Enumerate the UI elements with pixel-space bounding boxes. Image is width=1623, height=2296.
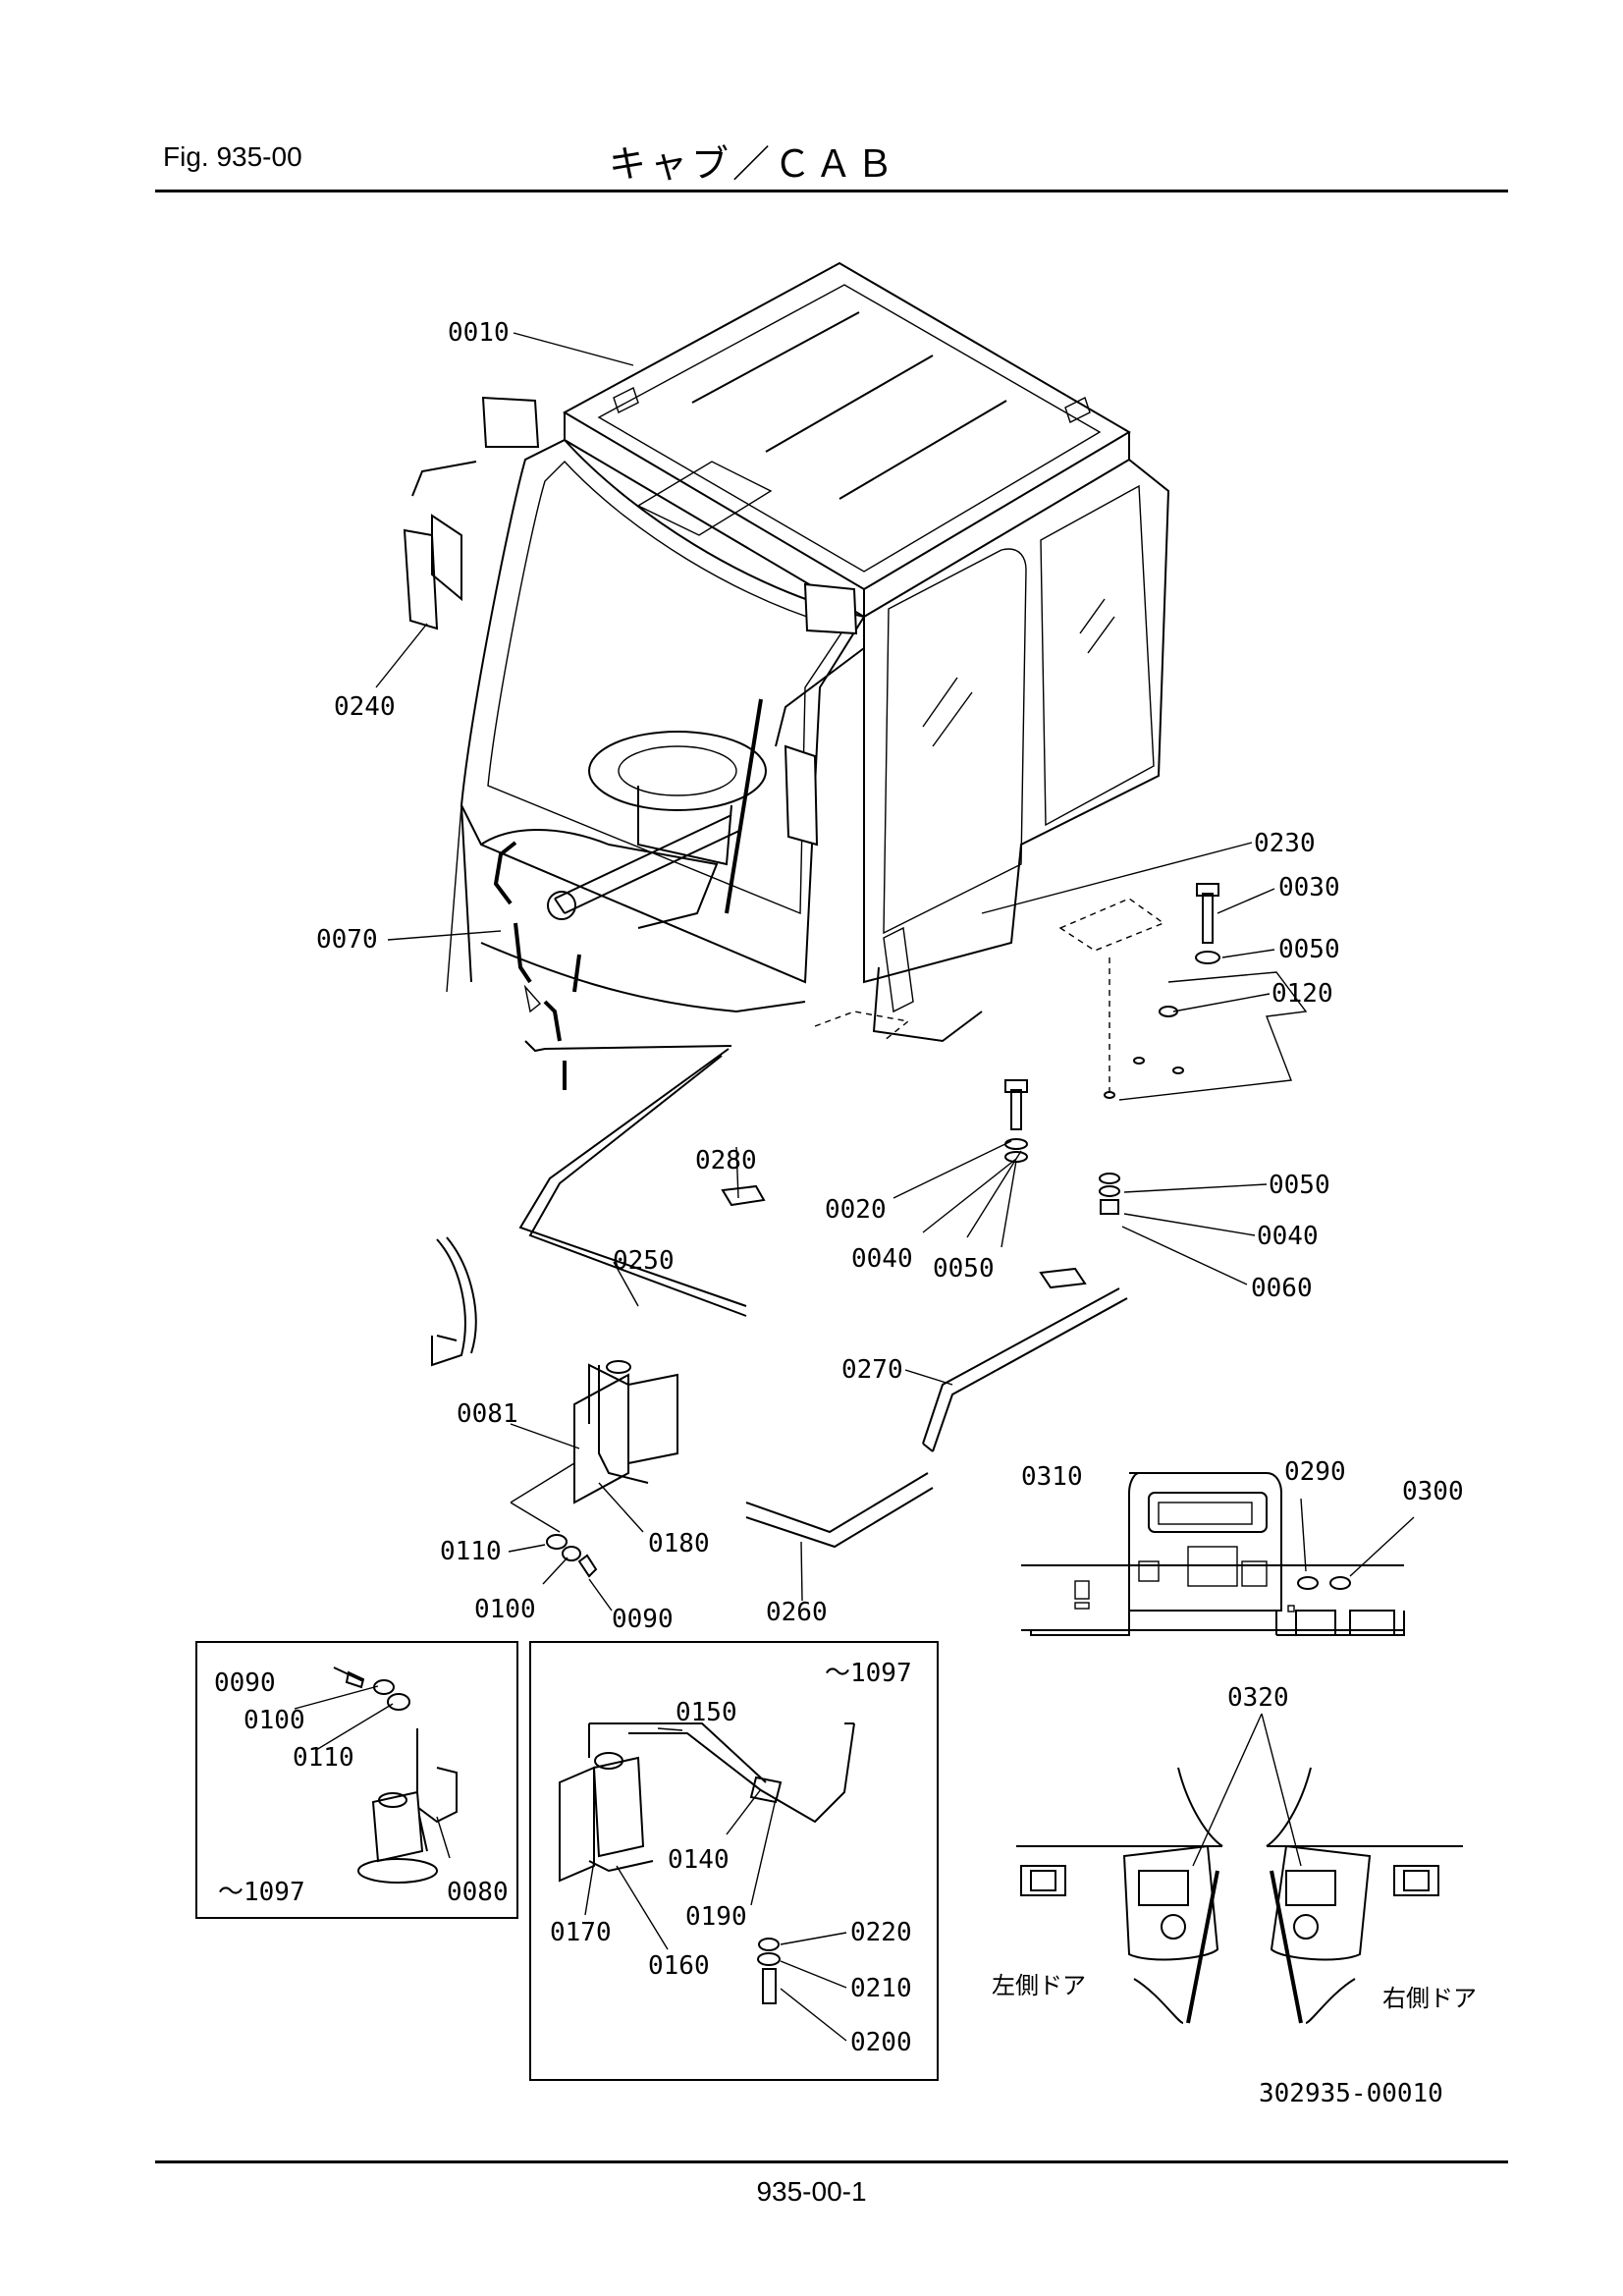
inset2-callout-0160: 0160 (648, 1951, 710, 1981)
dashboard-console (1021, 1472, 1405, 1636)
callout-0240: 0240 (334, 692, 396, 722)
callout-0030: 0030 (1278, 873, 1340, 902)
callout-labels: 0010 0240 0070 0230 0030 0050 0120 0280 … (214, 318, 1477, 2108)
leader-lines (294, 332, 1415, 2042)
left-door-label: 左側ドア (992, 1972, 1086, 1999)
figure-number: Fig. 935-00 (163, 141, 302, 172)
callout-0260: 0260 (766, 1598, 828, 1627)
callout-0081: 0081 (457, 1399, 518, 1429)
inset2-callout-0220: 0220 (850, 1918, 912, 1947)
callout-0020: 0020 (825, 1195, 887, 1225)
callout-0100: 0100 (474, 1595, 536, 1624)
callout-0290: 0290 (1284, 1457, 1346, 1487)
seal-rails (431, 1040, 1128, 1549)
callout-0070: 0070 (316, 925, 378, 955)
callout-0120: 0120 (1271, 979, 1333, 1009)
inset-1-tank (333, 1667, 458, 1884)
callout-0040: 0040 (1257, 1222, 1319, 1251)
inset2-callout-0200: 0200 (850, 2028, 912, 2057)
callout-0310: 0310 (1021, 1462, 1083, 1492)
callout-0180: 0180 (648, 1529, 710, 1558)
callout-0040: 0040 (851, 1244, 913, 1274)
inset1-callout-0110: 0110 (293, 1743, 354, 1773)
callout-0050: 0050 (933, 1254, 995, 1284)
inset1-callout-0090: 0090 (214, 1668, 276, 1698)
header-rule (155, 190, 1508, 192)
callout-0280: 0280 (695, 1146, 757, 1175)
footer-rule (155, 2160, 1508, 2163)
callout-0010: 0010 (448, 318, 510, 348)
floor-mounting-hardware (1004, 883, 1308, 1215)
callout-0270: 0270 (841, 1355, 903, 1385)
inset1-serial-range: ～1097 (218, 1878, 305, 1907)
page-title: キャブ／ＣＡＢ (609, 142, 898, 186)
inset2-callout-0190: 0190 (685, 1902, 747, 1932)
right-door-label: 右側ドア (1382, 1985, 1477, 2012)
inset2-callout-0170: 0170 (550, 1918, 612, 1947)
callout-0090: 0090 (612, 1605, 674, 1634)
inset2-callout-0210: 0210 (850, 1974, 912, 2003)
callout-0050: 0050 (1278, 935, 1340, 964)
inset-box-2 (529, 1641, 939, 2081)
inset1-callout-0100: 0100 (243, 1706, 305, 1735)
callout-0250: 0250 (613, 1246, 675, 1276)
inset2-callout-0150: 0150 (676, 1698, 737, 1727)
callout-0050: 0050 (1269, 1171, 1330, 1200)
drawing-number: 302935-00010 (1259, 2079, 1443, 2108)
callout-0320: 0320 (1227, 1683, 1289, 1713)
callout-0300: 0300 (1402, 1477, 1464, 1506)
callout-0230: 0230 (1254, 829, 1316, 858)
callout-0110: 0110 (440, 1537, 502, 1566)
page-number: 935-00-1 (756, 2176, 867, 2207)
inset1-callout-0080: 0080 (447, 1878, 509, 1907)
inset2-callout-0140: 0140 (668, 1845, 730, 1875)
door-decal-panels (1016, 1767, 1463, 2024)
cab-assembly (403, 261, 1170, 1090)
callout-0060: 0060 (1251, 1274, 1313, 1303)
inset-box-1 (195, 1641, 518, 1919)
inset-2-tank (559, 1722, 855, 2004)
washer-tank-bracket (510, 1360, 678, 1578)
inset2-serial-range: ～1097 (825, 1659, 912, 1688)
